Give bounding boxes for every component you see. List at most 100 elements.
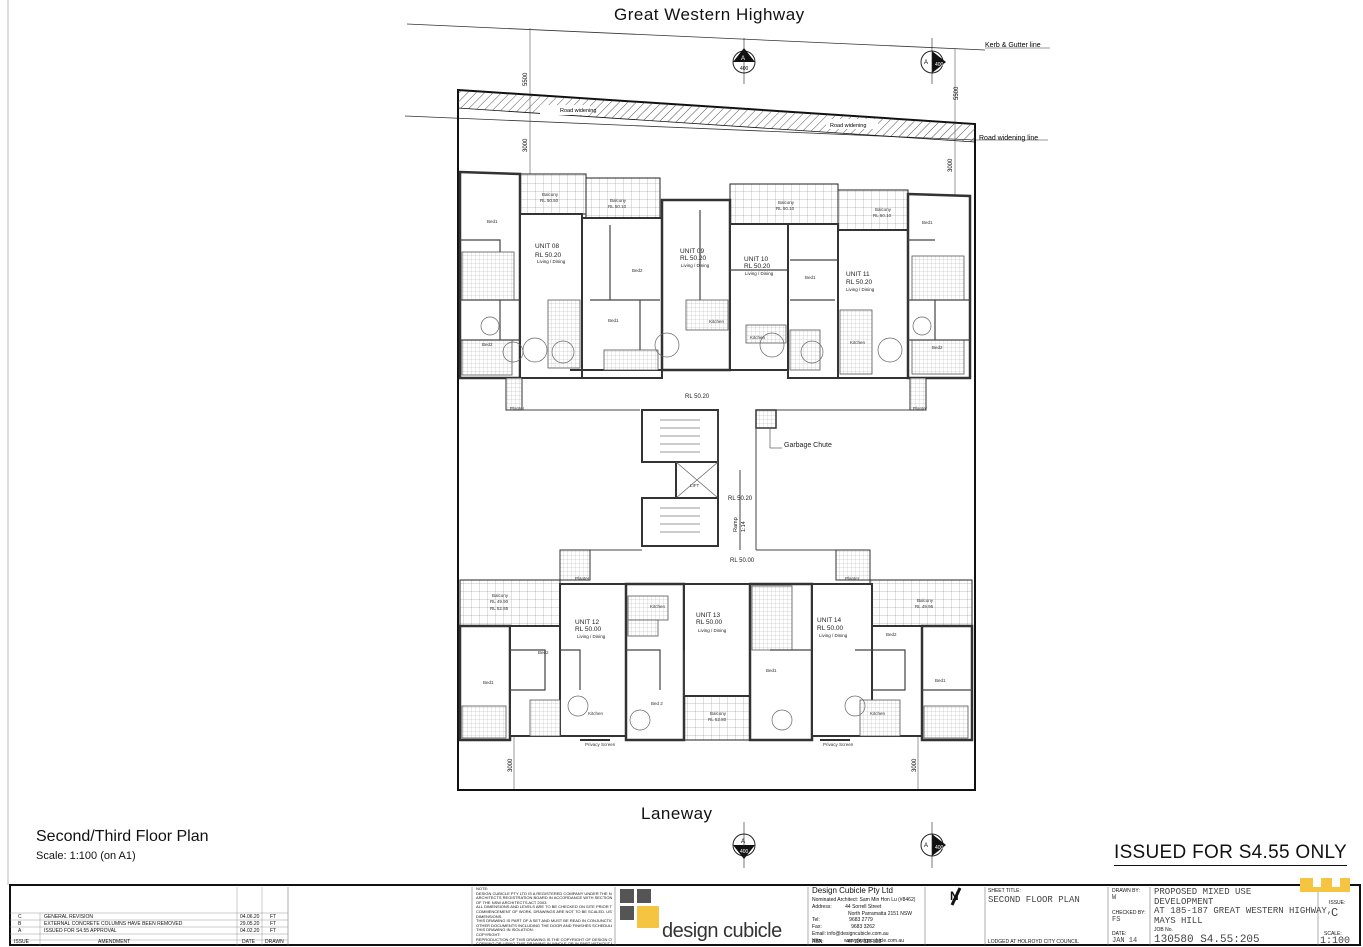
kerb-line <box>406 23 986 51</box>
planter-upper-right: Planter <box>913 406 928 411</box>
note-line: OTHER DOCUMENTS INCLUDING THE DOOR AND F… <box>476 922 612 928</box>
balcony-rl-12b: RL 52.85 <box>490 606 509 611</box>
section-marker-bottom-right: A 400 <box>920 822 946 868</box>
road-widening-label-1: Road widening <box>560 108 596 114</box>
amend-header-date: DATE <box>242 939 255 945</box>
amend-header-drawn: DRAWN <box>265 939 284 945</box>
email-value: info@designcubicle.com.au <box>827 930 889 937</box>
planter-upper-left: Planter <box>510 406 525 411</box>
road-widening-zone <box>457 89 976 143</box>
scale-label: SCALE: <box>1324 931 1342 937</box>
balcony-unit-12 <box>459 579 561 627</box>
unit-14-rl: RL 50.00 <box>817 625 844 632</box>
unit-14-room: Living / Dining <box>819 633 848 638</box>
dim-3000-lower-right: 3000 <box>912 758 918 772</box>
dim-5500-left: 5500 <box>523 72 529 86</box>
issued-stamp: ISSUED FOR S4.55 ONLY <box>1114 842 1347 866</box>
unit-13-rl: RL 50.00 <box>696 619 723 626</box>
amend-header-issue: ISSUE <box>14 939 30 945</box>
notes-title: NOTE: <box>476 887 489 891</box>
road-widening-line-label: Road widening line <box>979 135 1038 142</box>
bed1-unit-08: Bed1 <box>487 219 498 224</box>
balcony-unit-13 <box>683 695 751 741</box>
unit-11-room: Living / Dining <box>846 287 875 292</box>
balcony-rl-08: RL 50.50 <box>540 198 559 203</box>
planter-lower-right: Planter <box>845 576 860 581</box>
amend-issue-a: A <box>18 928 22 934</box>
sheet-title: Second/Third Floor Plan <box>36 828 209 845</box>
design-cubicle-logo <box>620 889 659 928</box>
bed2-unit-14: Bed2 <box>886 632 897 637</box>
drawn-by-value: W <box>1112 894 1117 902</box>
bed2-unit-09: Bed2 <box>632 268 643 273</box>
issue-value: C <box>1331 906 1339 920</box>
bed1-unit-11: Bed1 <box>922 220 933 225</box>
amend-text-a: ISSUED FOR S4.55 APPROVAL <box>44 928 117 934</box>
stair-lower <box>641 497 719 547</box>
unit-13-name: UNIT 13 <box>696 612 720 619</box>
kitchen-unit-09: Kitchen <box>709 319 725 324</box>
road-widening-label-2: Road widening <box>830 123 866 129</box>
date-label: DATE: <box>1112 931 1127 937</box>
section-marker-top-right: A 400 <box>920 38 946 84</box>
amend-header-amendment: AMENDMENT <box>98 939 131 945</box>
unit-09-room: Living / Dining <box>681 263 710 268</box>
note-line: COPYRIGHT: <box>476 931 501 937</box>
bed1-unit-10: Bed1 <box>805 275 816 280</box>
unit-10-room: Living / Dining <box>745 271 774 276</box>
unit-09-rl: RL 50.20 <box>680 255 707 262</box>
balcony-rl-11: RL 50.10 <box>873 213 892 218</box>
corner-tab-icon <box>1300 878 1350 892</box>
amend-by-c: FT <box>270 914 277 920</box>
kitchen-unit-12: Kitchen <box>588 711 604 716</box>
http-label: Http: <box>812 937 823 944</box>
unit-10-rl: RL 50.20 <box>744 263 771 270</box>
amend-text-c: GENERAL REVISION <box>44 914 93 920</box>
project-line-2: DEVELOPMENT <box>1154 896 1214 907</box>
tel-label: Tel: <box>812 917 820 924</box>
balcony-label-08: Balcony <box>542 192 559 197</box>
balcony-label-14: Balcony <box>917 598 934 603</box>
title-block-frame <box>9 884 1361 946</box>
job-label: JOB No. <box>1154 927 1173 933</box>
email-label: Email: <box>812 930 826 937</box>
balcony-label-13: Balcony <box>710 711 727 716</box>
scale-value: 1:100 <box>1320 936 1351 947</box>
amend-text-b: EXTERNAL CONCRETE COLUMNS HAVE BEEN REMO… <box>44 921 183 927</box>
section-letter-1: A <box>741 56 745 62</box>
section-sheet-4: 400 <box>935 845 944 851</box>
bed2-unit-08: Bed2 <box>482 342 493 347</box>
north-label: N <box>950 889 959 903</box>
project-description: PROPOSED MIXED USE DEVELOPMENT AT 185-18… <box>1154 887 1332 926</box>
company-name: Design Cubicle Pty Ltd <box>812 886 893 895</box>
unit-08-room: Living / Dining <box>537 259 566 264</box>
note-line: OF THE NSW ARCHITECTS ACT 2003. <box>476 899 548 905</box>
corridor-lower-rl: RL 50.00 <box>730 558 755 564</box>
company-details: Nominated Architect: Sam Min Hon Lu (#84… <box>812 897 915 945</box>
job-value: 130580 S4.55:205 <box>1154 934 1260 946</box>
unit-12-name: UNIT 12 <box>575 619 599 626</box>
unit-11-rl: RL 50.20 <box>846 279 873 286</box>
note-line: COPYING OR USING THIS DRAWING IN WHOLE O… <box>476 941 612 947</box>
unit-11-name: UNIT 11 <box>846 271 870 278</box>
amend-by-b: FT <box>270 921 277 927</box>
note-line: COMMENCEMENT OF WORK. DRAWINGS ARE NOT T… <box>476 908 612 914</box>
architect-value: Sam Min Hon Lu (#8462) <box>859 897 916 903</box>
bed1-unit-13: Bed1 <box>766 668 777 673</box>
section-letter-3: A <box>741 839 745 845</box>
fax-label: Fax: <box>812 924 822 931</box>
amend-date-a: 04.02.20 <box>240 928 260 934</box>
amend-by-a: FT <box>270 928 277 934</box>
unit-10-name: UNIT 10 <box>744 256 768 263</box>
bed2-unit-13: Bed 2 <box>651 701 663 706</box>
lift-label: LIFT <box>690 483 700 488</box>
note-line: THIS DRAWING IN ISOLATION. <box>476 927 534 933</box>
amend-issue-c: C <box>18 914 22 920</box>
note-line: ALL DIMENSIONS AND LEVELS ARE TO BE CHEC… <box>476 904 612 910</box>
unit-08-rl: RL 50.20 <box>535 252 562 259</box>
unit-12-rl: RL 50.00 <box>575 626 602 633</box>
great-western-highway-label: Great Western Highway <box>614 5 805 24</box>
planter-lower-left: Planter <box>575 576 590 581</box>
section-marker-bottom-left: A 400 <box>732 822 756 868</box>
